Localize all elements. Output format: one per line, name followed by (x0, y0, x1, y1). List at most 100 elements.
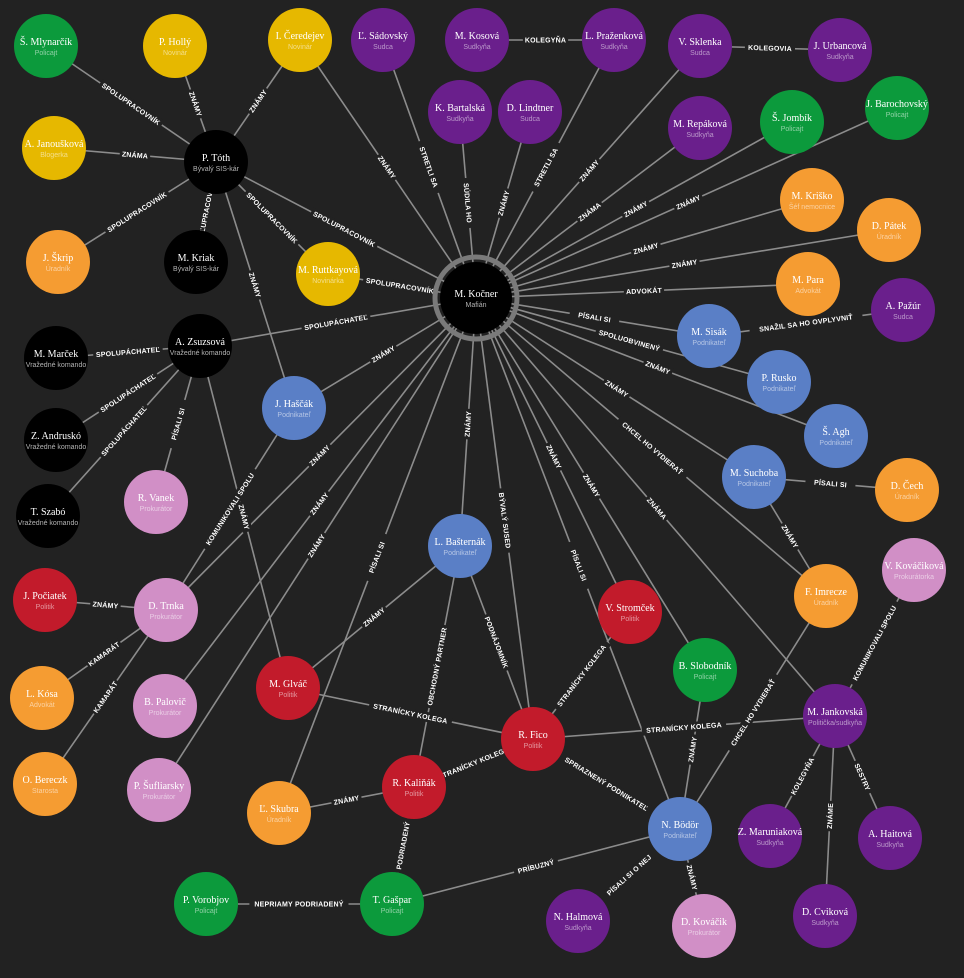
edge-label-background (245, 268, 265, 302)
node-circle (143, 14, 207, 78)
node-name: V. Stromček (605, 603, 654, 614)
edge-label-text: ZNÁMY (187, 90, 204, 118)
edge-label-text: ZNÁME (825, 803, 835, 829)
edge-label-background (568, 308, 620, 327)
edge-label-background (97, 401, 151, 461)
node-circle (882, 538, 946, 602)
node-name: J. Haščák (275, 399, 313, 410)
edge-label-background (362, 274, 438, 297)
node-role: Vražedné komando (26, 362, 87, 369)
node-circle (808, 18, 872, 82)
node-role: Sudkyňa (756, 840, 783, 847)
node-role: Starosta (32, 788, 58, 795)
edge-label-text: SPOLUOBVINENÝ (598, 328, 662, 354)
node-role: Podnikateľ (663, 833, 697, 840)
node-name: M. Ruttkayová (298, 265, 359, 276)
node-name: P. Tóth (202, 153, 230, 164)
node-role: Novinár (163, 50, 188, 57)
node-circle (184, 130, 248, 194)
edge-label-text: NEPRIAMY PODRIADENÝ (254, 900, 343, 909)
node-role: Bývalý SIS-kár (193, 166, 240, 173)
edge-label-background (565, 540, 593, 591)
edge-label: ZNÁMY (641, 357, 674, 378)
edge-label-text: ZNÁMY (603, 378, 630, 400)
edge-label: PÍSALI SI (363, 532, 391, 583)
edge-label: SPOLUPÁCHATEĽ (96, 369, 160, 417)
node-role: Prokurátor (150, 614, 183, 621)
node-role: Podnikateľ (692, 340, 726, 347)
node-role: Politik (524, 743, 543, 750)
node-name: A. Pažúr (886, 301, 922, 312)
edge-label-background (414, 139, 443, 195)
node-role: Prokurátor (140, 506, 173, 513)
edge-label: ZNÁMY (367, 341, 399, 367)
edge-label: SPOLUPRACOVNÍK (102, 187, 172, 237)
edge-label-background (242, 188, 302, 248)
node-name: K. Bartalská (435, 103, 486, 114)
edge-label-background (303, 530, 329, 562)
node-name: B. Palovič (144, 697, 186, 708)
node-name: L. Praženková (585, 31, 643, 42)
node-name: Z. Maruniaková (738, 827, 803, 838)
node-circle (668, 96, 732, 160)
